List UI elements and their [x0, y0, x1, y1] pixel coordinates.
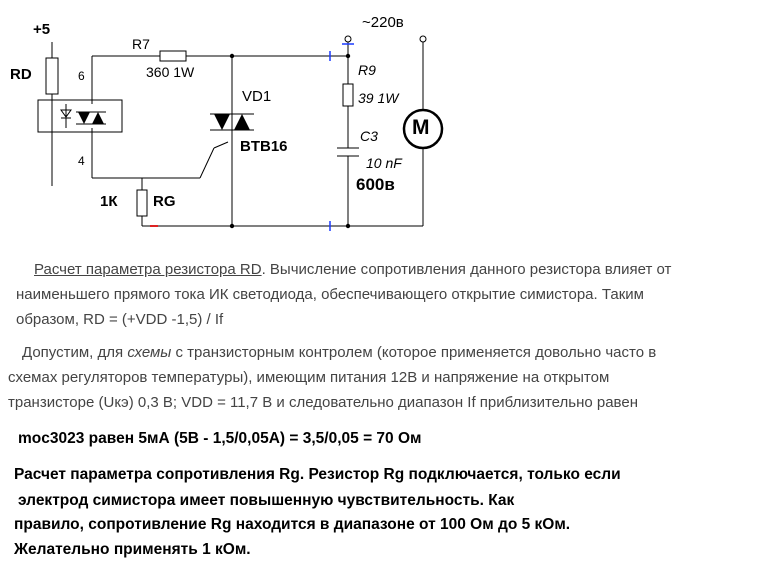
junction-dot: [345, 53, 351, 59]
rd-label: RD: [10, 66, 32, 83]
r9-label: R9: [358, 62, 376, 78]
example-line2: схемах регуляторов температуры), имеющим…: [8, 369, 610, 386]
mains-terminal-right: [419, 35, 427, 43]
mains-terminal-left: [344, 35, 352, 43]
circuit-schematic: [37, 35, 444, 231]
motor-label: M: [412, 116, 430, 139]
example-line1-italic: схемы: [127, 344, 172, 361]
pin4-label: 4: [78, 154, 85, 168]
opto-triac-icon: [76, 111, 106, 125]
r9-value: 39 1W: [358, 90, 399, 106]
rd-line3: образом, RD = (+VDD -1,5) / If: [16, 311, 224, 328]
c3-value: 10 nF: [366, 155, 402, 171]
example-paragraph: Допустим, для схемы с транзисторным конт…: [8, 340, 748, 415]
c3-voltage: 600в: [356, 175, 395, 194]
example-line1a: Допустим, для: [22, 344, 128, 361]
triac-label: BTB16: [240, 138, 288, 155]
rg-line1: Расчет параметра сопротивления Rg. Резис…: [14, 466, 621, 483]
junction-dot: [345, 223, 351, 229]
vd1-label: VD1: [242, 88, 272, 105]
junction-dot: [229, 53, 235, 59]
optocoupler-body: [37, 99, 123, 133]
supply-label: +5: [33, 21, 51, 38]
rg-line4: Желательно применять 1 кОм.: [14, 541, 251, 558]
gate-wire-b: [213, 141, 229, 149]
example-line3: транзисторе (Uкэ) 0,3 В; VDD = 11,7 В и …: [8, 394, 638, 411]
rd-line2: наименьшего прямого тока ИК светодиода, …: [16, 286, 644, 303]
resistor-r7: [159, 50, 187, 62]
rg-line2: электрод симистора имеет повышенную чувс…: [18, 492, 515, 509]
r7-label: R7: [132, 36, 150, 52]
rg-value: 1К: [100, 193, 118, 210]
mains-label: ~220в: [362, 14, 404, 31]
pin6-label: 6: [78, 69, 85, 83]
motor-icon: [402, 108, 444, 150]
rd-title: Расчет параметра резистора RD: [34, 261, 262, 278]
rd-line1: . Вычисление сопротивления данного резис…: [261, 261, 672, 278]
resistor-rd: [45, 57, 59, 95]
resistor-r9: [342, 83, 354, 107]
rg-line3: правило, сопротивление Rg находится в ди…: [14, 516, 571, 533]
gate-wire-a: [199, 147, 215, 179]
triac-vd1-icon: [210, 113, 254, 131]
moc-line: moc3023 равен 5мА (5В - 1,5/0,05А) = 3,5…: [18, 430, 422, 447]
example-line1b: с транзисторным контролем (которое приме…: [171, 344, 657, 361]
resistor-rg: [136, 189, 148, 217]
rd-paragraph: Расчет параметра резистора RD. Вычислени…: [16, 257, 756, 332]
junction-dot: [229, 223, 235, 229]
rg-label: RG: [153, 193, 176, 210]
r7-value: 360 1W: [146, 64, 195, 80]
opto-led-icon: [60, 109, 72, 119]
c3-label: C3: [360, 128, 378, 144]
